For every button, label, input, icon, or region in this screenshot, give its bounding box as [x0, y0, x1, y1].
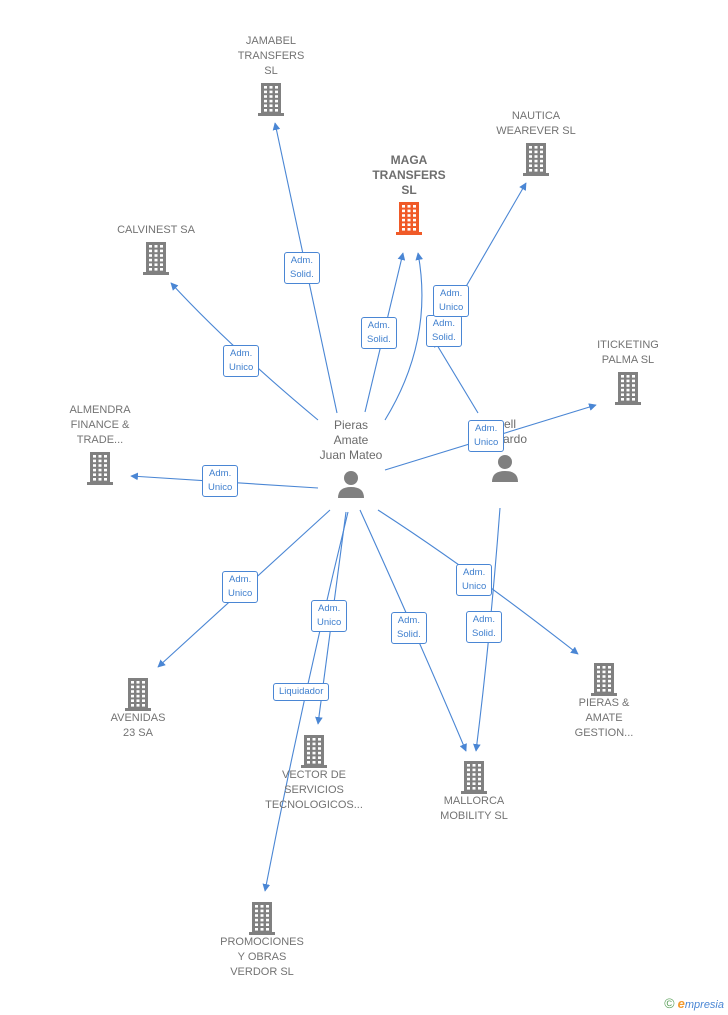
edge-label-calvinest: Adm. Unico: [223, 345, 260, 377]
edge-label-nautica: Adm. Unico: [433, 285, 470, 317]
building-icon: [254, 734, 374, 768]
company-node-maga[interactable]: MAGA TRANSFERS SL: [359, 153, 459, 235]
company-node-vector[interactable]: VECTOR DE SERVICIOS TECNOLOGICOS...: [254, 731, 374, 813]
edge-label-maga-2: Adm. Solid.: [426, 315, 462, 347]
company-node-nautica[interactable]: NAUTICA WEAREVER SL: [480, 109, 592, 176]
building-icon: [106, 241, 206, 275]
person-icon: [465, 453, 545, 483]
company-label: NAUTICA WEAREVER SL: [496, 110, 576, 137]
company-node-avenidas[interactable]: AVENIDAS 23 SA: [88, 674, 188, 741]
edge-3: [433, 339, 479, 414]
company-label: AVENIDAS 23 SA: [110, 712, 166, 739]
company-node-pieras-amate[interactable]: PIERAS & AMATE GESTION...: [554, 659, 654, 741]
company-node-calvinest[interactable]: CALVINEST SA: [106, 223, 206, 275]
company-label: PIERAS & AMATE GESTION...: [574, 697, 634, 739]
company-node-mallorca[interactable]: MALLORCA MOBILITY SL: [424, 757, 524, 824]
company-label: VECTOR DE SERVICIOS TECNOLOGICOS...: [265, 769, 363, 811]
person-node-pieras[interactable]: Pieras Amate Juan Mateo: [306, 418, 396, 499]
edge-label-mallorca-1: Adm. Solid.: [391, 612, 427, 644]
edge-label-pieras-amate: Adm. Unico: [456, 564, 493, 596]
edge-label-avenidas: Adm. Unico: [222, 571, 259, 603]
building-icon: [480, 142, 592, 176]
building-icon: [578, 371, 678, 405]
company-node-almendra[interactable]: ALMENDRA FINANCE & TRADE...: [50, 403, 150, 485]
company-label: MAGA TRANSFERS SL: [372, 153, 446, 197]
building-icon: [359, 201, 459, 235]
edge-label-maga-1: Adm. Solid.: [361, 317, 397, 349]
footer-brand: © empresia: [664, 995, 724, 1011]
edge-label-promociones: Liquidador: [273, 683, 330, 701]
person-icon: [306, 469, 396, 499]
edge-label-iticketing: Adm. Unico: [468, 420, 505, 452]
building-icon: [221, 82, 321, 116]
edge-4: [463, 182, 527, 291]
company-label: ITICKETING PALMA SL: [597, 339, 659, 366]
building-icon: [554, 662, 654, 696]
brand-logo-text: mpresia: [684, 999, 724, 1011]
company-node-promociones[interactable]: PROMOCIONES Y OBRAS VERDOR SL: [206, 898, 318, 980]
company-node-iticketing[interactable]: ITICKETING PALMA SL: [578, 338, 678, 405]
edge-label-jamabel: Adm. Solid.: [284, 252, 320, 284]
company-node-jamabel[interactable]: JAMABEL TRANSFERS SL: [221, 34, 321, 116]
brand-logo-e: e: [677, 996, 685, 1011]
copyright-icon: ©: [664, 995, 675, 1011]
building-icon: [206, 901, 318, 935]
person-label: Pieras Amate Juan Mateo: [319, 418, 383, 462]
company-label: ALMENDRA FINANCE & TRADE...: [69, 404, 131, 446]
company-label: MALLORCA MOBILITY SL: [440, 795, 508, 822]
company-label: JAMABEL TRANSFERS SL: [237, 35, 305, 77]
company-label: PROMOCIONES Y OBRAS VERDOR SL: [220, 936, 304, 978]
edge-2: [384, 252, 424, 421]
edge-label-mallorca-2: Adm. Solid.: [466, 611, 502, 643]
building-icon: [88, 677, 188, 711]
building-icon: [424, 760, 524, 794]
edge-label-almendra: Adm. Unico: [202, 465, 239, 497]
company-label: CALVINEST SA: [117, 224, 195, 236]
building-icon: [50, 451, 150, 485]
edge-10: [262, 511, 349, 892]
edge-label-vector: Adm. Unico: [311, 600, 348, 632]
